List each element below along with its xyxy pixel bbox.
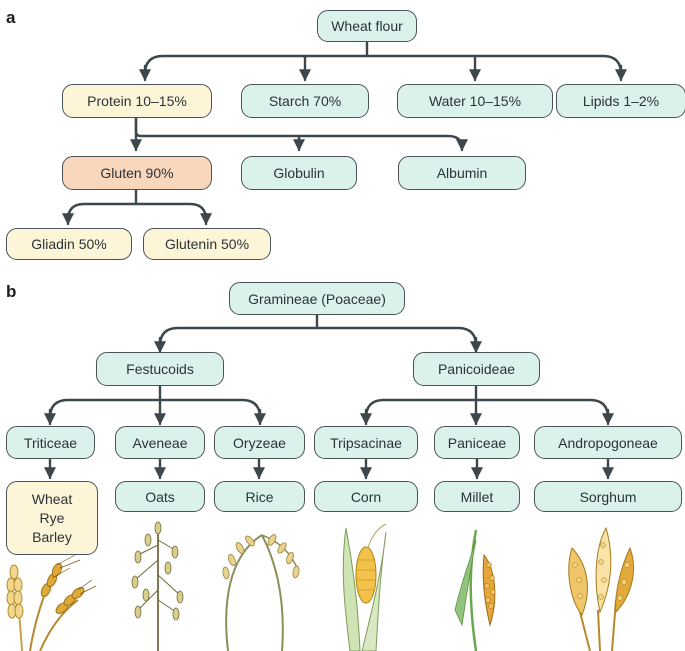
node-wheat-rye-barley: Wheat Rye Barley — [6, 481, 98, 555]
oats-illustration — [131, 521, 184, 651]
node-albumin: Albumin — [398, 156, 526, 190]
panel-a-label: a — [6, 8, 16, 27]
rice-illustration — [222, 534, 300, 651]
connector-panicoideae — [364, 384, 610, 420]
node-wheat-flour: Wheat flour — [317, 10, 417, 42]
connector-festucoids — [48, 384, 262, 420]
node-paniceae: Paniceae — [434, 426, 520, 459]
millet-illustration — [454, 529, 496, 651]
node-rice: Rice — [214, 481, 305, 512]
node-tripsacinae: Tripsacinae — [314, 426, 418, 459]
node-glutenin: Glutenin 50% — [143, 228, 271, 260]
node-globulin: Globulin — [241, 156, 357, 190]
node-aveneae: Aveneae — [115, 426, 205, 459]
panel-b-label: b — [6, 282, 17, 301]
node-gluten: Gluten 90% — [62, 156, 212, 190]
sorghum-illustration — [568, 526, 634, 651]
node-water: Water 10–15% — [397, 84, 553, 118]
node-corn: Corn — [314, 481, 418, 512]
node-starch: Starch 70% — [241, 84, 369, 118]
cereal-rye: Rye — [39, 509, 65, 526]
node-oryzeae: Oryzeae — [214, 426, 305, 459]
node-oats: Oats — [115, 481, 205, 512]
node-gliadin: Gliadin 50% — [6, 228, 132, 260]
node-millet: Millet — [434, 481, 520, 512]
node-gramineae: Gramineae (Poaceae) — [229, 282, 405, 315]
cereal-wheat: Wheat — [31, 490, 73, 507]
node-protein: Protein 10–15% — [62, 84, 212, 118]
node-triticeae: Triticeae — [6, 426, 95, 459]
cereal-barley: Barley — [32, 528, 72, 545]
node-panicoideae: Panicoideae — [413, 352, 540, 386]
node-sorghum: Sorghum — [534, 481, 682, 512]
connector-gluten — [66, 188, 208, 222]
node-lipids: Lipids 1–2% — [556, 84, 685, 118]
node-festucoids: Festucoids — [96, 352, 224, 386]
wheat-illustration — [6, 554, 97, 651]
node-andropogoneae: Andropogoneae — [534, 426, 682, 459]
corn-illustration — [342, 523, 387, 651]
connector-gramineae — [158, 313, 478, 348]
